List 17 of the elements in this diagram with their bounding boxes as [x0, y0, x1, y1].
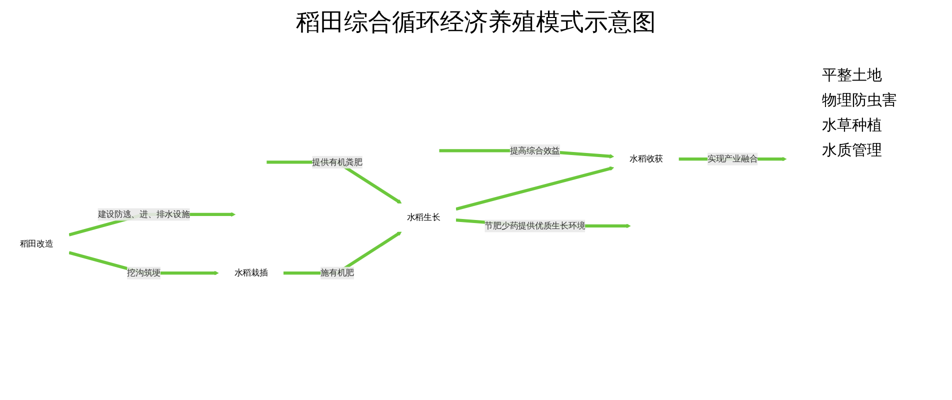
- node-text: 水稻栽插: [234, 268, 268, 278]
- diagram-title: 稻田综合循环经济养殖模式示意图: [295, 7, 657, 38]
- note-text: 平整土地: [822, 66, 883, 85]
- edge-label: 实现产业融合: [707, 154, 758, 164]
- note-text: 物理防虫害: [822, 91, 898, 110]
- edge-label: 节肥少药提供优质生长环境: [484, 220, 586, 231]
- node-text: 水稻生长: [406, 212, 440, 222]
- note-text: 水草种植: [822, 116, 883, 135]
- edge-label: 施有机肥: [320, 268, 354, 278]
- edge-label: 提供有机粪肥: [312, 156, 362, 167]
- note-text: 水质管理: [822, 141, 883, 160]
- edge-label: 挖沟筑埂: [127, 268, 161, 278]
- edge-label: 提高综合效益: [510, 145, 560, 156]
- edge-label: 建设防逃、进、排水设施: [98, 209, 190, 220]
- arrow: [456, 166, 614, 211]
- node-text: 稻田改造: [20, 238, 54, 248]
- node-text: 水稻收获: [630, 154, 664, 164]
